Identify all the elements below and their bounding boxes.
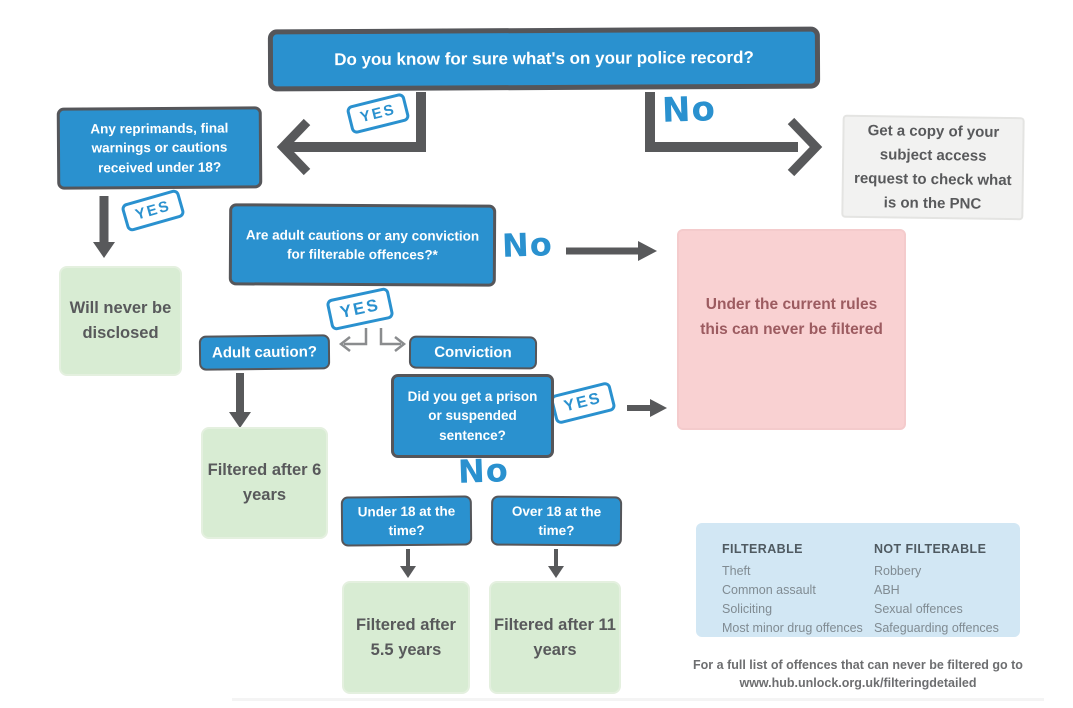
filtered-5-5-label: Filtered after 5.5 years <box>356 615 456 659</box>
node-subject-access: Get a copy of your subject access reques… <box>841 114 1025 221</box>
arrowhead-under18-down <box>400 566 416 578</box>
over-18-label: Over 18 at the time? <box>511 503 602 539</box>
arrowhead-reprimands-down <box>93 242 115 258</box>
node-will-never-be-disclosed: Will never be disclosed <box>59 266 182 376</box>
legend-filterable-offences: FILTERABLE Theft Common assault Soliciti… <box>696 523 1020 637</box>
arrowhead-over18-down <box>548 566 564 578</box>
adult-caution-label: Adult caution? <box>211 343 318 362</box>
arrowhead-adultcaution-down <box>229 412 251 428</box>
no-label-prison: No <box>457 451 509 491</box>
legend-not-filterable-item: Robbery <box>874 564 922 578</box>
bottom-divider-line <box>232 698 1044 701</box>
arrowhead-title-no-right <box>787 117 823 177</box>
prison-question-label: Did you get a prison or suspended senten… <box>407 389 538 443</box>
never-filtered-label: Under the current rules this can never b… <box>700 296 883 338</box>
legend-not-filterable-item: Safeguarding offences <box>874 621 999 635</box>
legend-filterable-item: Most minor drug offences <box>722 621 863 635</box>
yes-stamp-top: YES <box>345 92 411 135</box>
node-under-18: Under 18 at the time? <box>340 495 473 547</box>
no-label-middle-text: No <box>501 225 554 265</box>
node-conviction: Conviction <box>408 335 538 370</box>
node-title-question: Do you know for sure what's on your poli… <box>267 26 821 92</box>
adult-cautions-question-label: Are adult cautions or any conviction for… <box>245 227 480 263</box>
legend-filterable-column: FILTERABLE Theft Common assault Soliciti… <box>722 540 874 637</box>
legend-not-filterable-item: ABH <box>874 583 900 597</box>
node-filtered-6: Filtered after 6 years <box>201 427 328 539</box>
reprimands-label: Any reprimands, final warnings or cautio… <box>90 120 229 176</box>
title-question-label: Do you know for sure what's on your poli… <box>334 47 754 70</box>
arrowhead-prisonyes-right <box>650 399 667 417</box>
yes-stamp-middle: YES <box>325 286 395 332</box>
arrowhead-title-yes-left <box>276 118 311 176</box>
no-label-middle: No <box>501 225 554 265</box>
legend-filterable-item: Common assault <box>722 583 816 597</box>
under-18-label: Under 18 at the time? <box>357 503 456 539</box>
subject-access-label: Get a copy of your subject access reques… <box>853 121 1012 213</box>
no-label-top: No <box>661 89 717 131</box>
legend-filterable-header: FILTERABLE <box>722 542 803 556</box>
arrowhead-split-left <box>338 336 351 352</box>
footnote-line1: For a full list of offences that can nev… <box>693 658 1023 672</box>
node-adult-caution: Adult caution? <box>198 334 331 371</box>
node-over-18: Over 18 at the time? <box>490 495 623 547</box>
yes-stamp-reprimands: YES <box>120 188 186 233</box>
arrow-split-left <box>344 328 368 346</box>
yes-stamp-prison-label: YES <box>562 389 604 416</box>
filtered-6-label: Filtered after 6 years <box>207 461 322 504</box>
legend-not-filterable-column: NOT FILTERABLE Robbery ABH Sexual offenc… <box>874 540 999 637</box>
legend-not-filterable-item: Sexual offences <box>874 602 963 616</box>
node-adult-cautions-question: Are adult cautions or any conviction for… <box>228 203 497 287</box>
legend-filterable-item: Soliciting <box>722 602 773 616</box>
node-filtered-11: Filtered after 11 years <box>489 581 621 694</box>
conviction-label: Conviction <box>434 343 512 362</box>
footnote-url: www.hub.unlock.org.uk/filteringdetailed <box>739 676 977 691</box>
filtered-11-label: Filtered after 11 years <box>494 615 616 659</box>
arrowhead-midno-right <box>638 241 657 261</box>
legend-filterable-item: Theft <box>722 564 751 578</box>
yes-stamp-prison: YES <box>549 380 617 426</box>
yes-stamp-middle-label: YES <box>338 295 382 322</box>
legend-not-filterable-header: NOT FILTERABLE <box>874 542 987 556</box>
footnote: For a full list of offences that can nev… <box>676 656 1040 692</box>
will-never-label: Will never be disclosed <box>69 299 172 342</box>
arrow-split-right <box>379 328 401 346</box>
node-filtered-5-5: Filtered after 5.5 years <box>342 581 470 694</box>
node-never-filtered: Under the current rules this can never b… <box>677 229 906 430</box>
node-reprimands-question: Any reprimands, final warnings or cautio… <box>56 106 263 190</box>
no-label-top-text: No <box>661 89 717 131</box>
arrowhead-split-right <box>394 336 407 352</box>
node-prison-question: Did you get a prison or suspended senten… <box>391 374 554 458</box>
yes-stamp-reprimands-label: YES <box>133 197 173 224</box>
yes-stamp-top-label: YES <box>358 100 398 127</box>
